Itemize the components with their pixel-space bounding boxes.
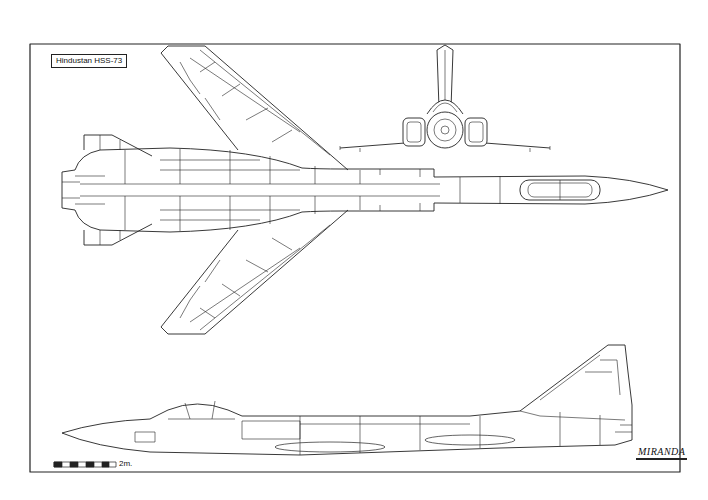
signature: MIRANDA (636, 446, 687, 460)
title-box: Hindustan HSS-73 (51, 54, 127, 68)
scale-label: 2m. (119, 459, 132, 469)
side-view (62, 345, 632, 455)
front-view (340, 45, 550, 152)
plan-view-half (62, 46, 668, 190)
scale-bar (54, 462, 116, 467)
sheet-frame (30, 44, 680, 472)
canopy (520, 180, 600, 200)
